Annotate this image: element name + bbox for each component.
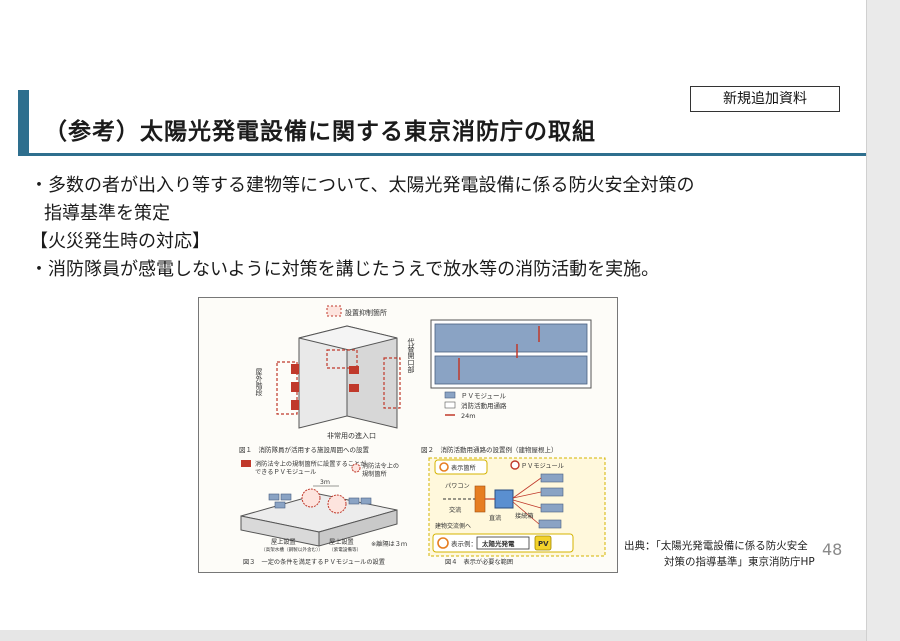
fig3-legend-1b: できるＰＶモジュール xyxy=(255,469,316,476)
body-text: ・多数の者が出入り等する建物等について、太陽光発電設備に係る防火安全対策の 指導… xyxy=(30,172,850,284)
fig1-window-b xyxy=(349,384,359,392)
fig4-pcs xyxy=(474,485,486,513)
fig1-label-bottom: 非常用の進入口 xyxy=(327,431,376,440)
fig4-pv-label: ＰＶモジュール xyxy=(521,463,564,470)
fig4-wire-b xyxy=(512,491,542,499)
figure-panel: 設置抑制箇所 屋外階段 代替開口部 非常用の進入口 図１ 消防隊員が活用する施設… xyxy=(198,297,618,573)
fig3-label-a-sub: （高架水槽（鋼製以外含む）） xyxy=(261,546,323,553)
fig2-legend-distance: 24m xyxy=(461,412,476,420)
fig4-dc-label: 直流 xyxy=(489,514,501,522)
slide: 新規追加資料 （参考）太陽光発電設備に関する東京消防庁の取組 ・多数の者が出入り… xyxy=(0,0,866,630)
fig2-legend-swatch-pv xyxy=(444,391,456,399)
figure-diagrams: 設置抑制箇所 屋外階段 代替開口部 非常用の進入口 図１ 消防隊員が活用する施設… xyxy=(239,305,606,566)
fig3-label-a: 屋上設置 xyxy=(271,538,296,546)
viewer-right-edge xyxy=(866,0,900,641)
fig4-pcs-label: パワコン xyxy=(445,483,470,490)
fig4-wire-a xyxy=(512,477,542,499)
fig3-legend-swatch-pv xyxy=(241,460,251,467)
fig4-example-marker xyxy=(437,537,449,549)
fig1-legend-box xyxy=(326,305,342,317)
page-number: 48 xyxy=(822,540,843,559)
bullet-1: ・多数の者が出入り等する建物等について、太陽光発電設備に係る防火安全対策の xyxy=(30,175,695,196)
fig2-panel-bottom xyxy=(434,355,588,385)
fig4-legend-box xyxy=(434,459,488,475)
bullet-1-cont: 指導基準を策定 xyxy=(44,203,170,224)
fig3-pv-c xyxy=(274,501,286,509)
fig1-stair-b xyxy=(291,382,299,392)
page-title: （参考）太陽光発電設備に関する東京消防庁の取組 xyxy=(44,119,596,145)
fig3-caption: 図３ 一定の条件を満足するＰＶモジュールの設置 xyxy=(243,558,385,566)
fig1-opening-zone xyxy=(383,357,401,409)
fig3-zone-b xyxy=(327,494,347,514)
fig1-stair-a xyxy=(291,364,299,374)
viewer-bottom-edge xyxy=(0,630,866,641)
fig4-sign xyxy=(476,536,530,550)
fig3-legend-1: 消防法令上の規制箇所に設置することが xyxy=(255,460,367,468)
fig4-legend: 表示箇所 xyxy=(451,464,476,472)
fig4-ac-label: 交流 xyxy=(449,506,461,514)
source-citation: 出典：「太陽光発電設備に係る防火安全 対策の指導基準」東京消防庁HP xyxy=(624,538,815,570)
fig2-caption: 図２ 消防活動用通路の設置例（建物屋根上） xyxy=(421,445,558,454)
fig3-label-b-sub: （紫電設備等） xyxy=(329,546,361,553)
fig4-junction-box xyxy=(494,489,514,509)
fig4-grid-label: 建物交流側へ xyxy=(435,522,471,530)
source-line-1: 出典：「太陽光発電設備に係る防火安全 xyxy=(624,540,808,552)
fig4-pv-badge xyxy=(534,535,552,551)
fig3-pv-e xyxy=(360,497,372,505)
fig3-note: ※離隔は３ｍ xyxy=(371,540,407,548)
new-material-badge: 新規追加資料 xyxy=(690,86,840,112)
fig2-panel-top xyxy=(434,323,588,353)
fig1-label-right: 代替開口部 xyxy=(407,337,415,374)
fig3-legend-2b: 規制箇所 xyxy=(362,470,387,478)
fig4-pv-c xyxy=(540,503,564,513)
fig4-wiring: 表示箇所 ＰＶモジュール パワコン 交流 直流 接続箱 建物交流側へ xyxy=(428,457,606,566)
fig1-label-top: 設置抑制箇所 xyxy=(345,308,387,317)
fig4-caption: 図４ 表示が必要な範囲 xyxy=(445,558,513,566)
fig3-legend-2: 消防法令上の xyxy=(362,462,399,470)
title-accent-bar xyxy=(18,90,29,156)
fig1-caption: 図１ 消防隊員が活用する施設周囲への設置 xyxy=(239,445,370,454)
fig3-pv-a xyxy=(268,493,280,501)
fig3-legend-swatch-zone xyxy=(351,463,361,473)
fig3-pv-b xyxy=(280,493,292,501)
fig1-label-left: 屋外階段 xyxy=(255,368,263,397)
source-line-2: 対策の指導基準」東京消防庁HP xyxy=(664,556,815,568)
fig4-pv-d xyxy=(538,519,562,529)
fig1-roof-zone xyxy=(326,349,358,369)
fig1-window-a xyxy=(349,366,359,374)
fig2-legend-path: 消防活動用通路 xyxy=(461,401,507,410)
fig4-pv-mark: PV xyxy=(538,540,549,548)
fig4-jb-label: 接続箱 xyxy=(515,512,534,520)
fig3-pv-d xyxy=(348,497,360,505)
fig2-legend-pv: ＰＶモジュール xyxy=(461,392,507,400)
fig3-dimension: 3ｍ xyxy=(320,479,330,486)
fig4-legend-marker xyxy=(439,462,449,472)
fig4-wire-c xyxy=(512,499,542,509)
fig1-building: 設置抑制箇所 屋外階段 代替開口部 非常用の進入口 図１ 消防隊員が活用する施設… xyxy=(239,305,415,454)
section-heading: 【火災発生時の対応】 xyxy=(30,231,210,252)
fig4-pv-marker xyxy=(510,460,520,470)
fig4-sign-text: 太陽光発電 xyxy=(481,539,515,548)
fig1-stair-c xyxy=(291,400,299,410)
fig3-label-b: 屋上設置 xyxy=(329,538,354,546)
fig3-rooftop: 消防法令上の規制箇所に設置することが できるＰＶモジュール 消防法令上の 規制箇… xyxy=(240,460,407,566)
fig4-wire-d xyxy=(512,501,540,525)
fig4-example-label: 表示例： xyxy=(451,539,477,548)
fig4-pv-b xyxy=(540,487,564,497)
fig4-pv-a xyxy=(540,473,564,483)
fig2-roof: ＰＶモジュール 消防活動用通路 24m 図２ 消防活動用通路の設置例（建物屋根上… xyxy=(421,319,592,454)
bullet-2: ・消防隊員が感電しないように対策を講じたうえで放水等の消防活動を実施。 xyxy=(30,259,660,280)
title-underline xyxy=(18,153,866,156)
fig2-legend-swatch-path xyxy=(444,401,456,409)
fig3-zone-a xyxy=(301,488,321,508)
